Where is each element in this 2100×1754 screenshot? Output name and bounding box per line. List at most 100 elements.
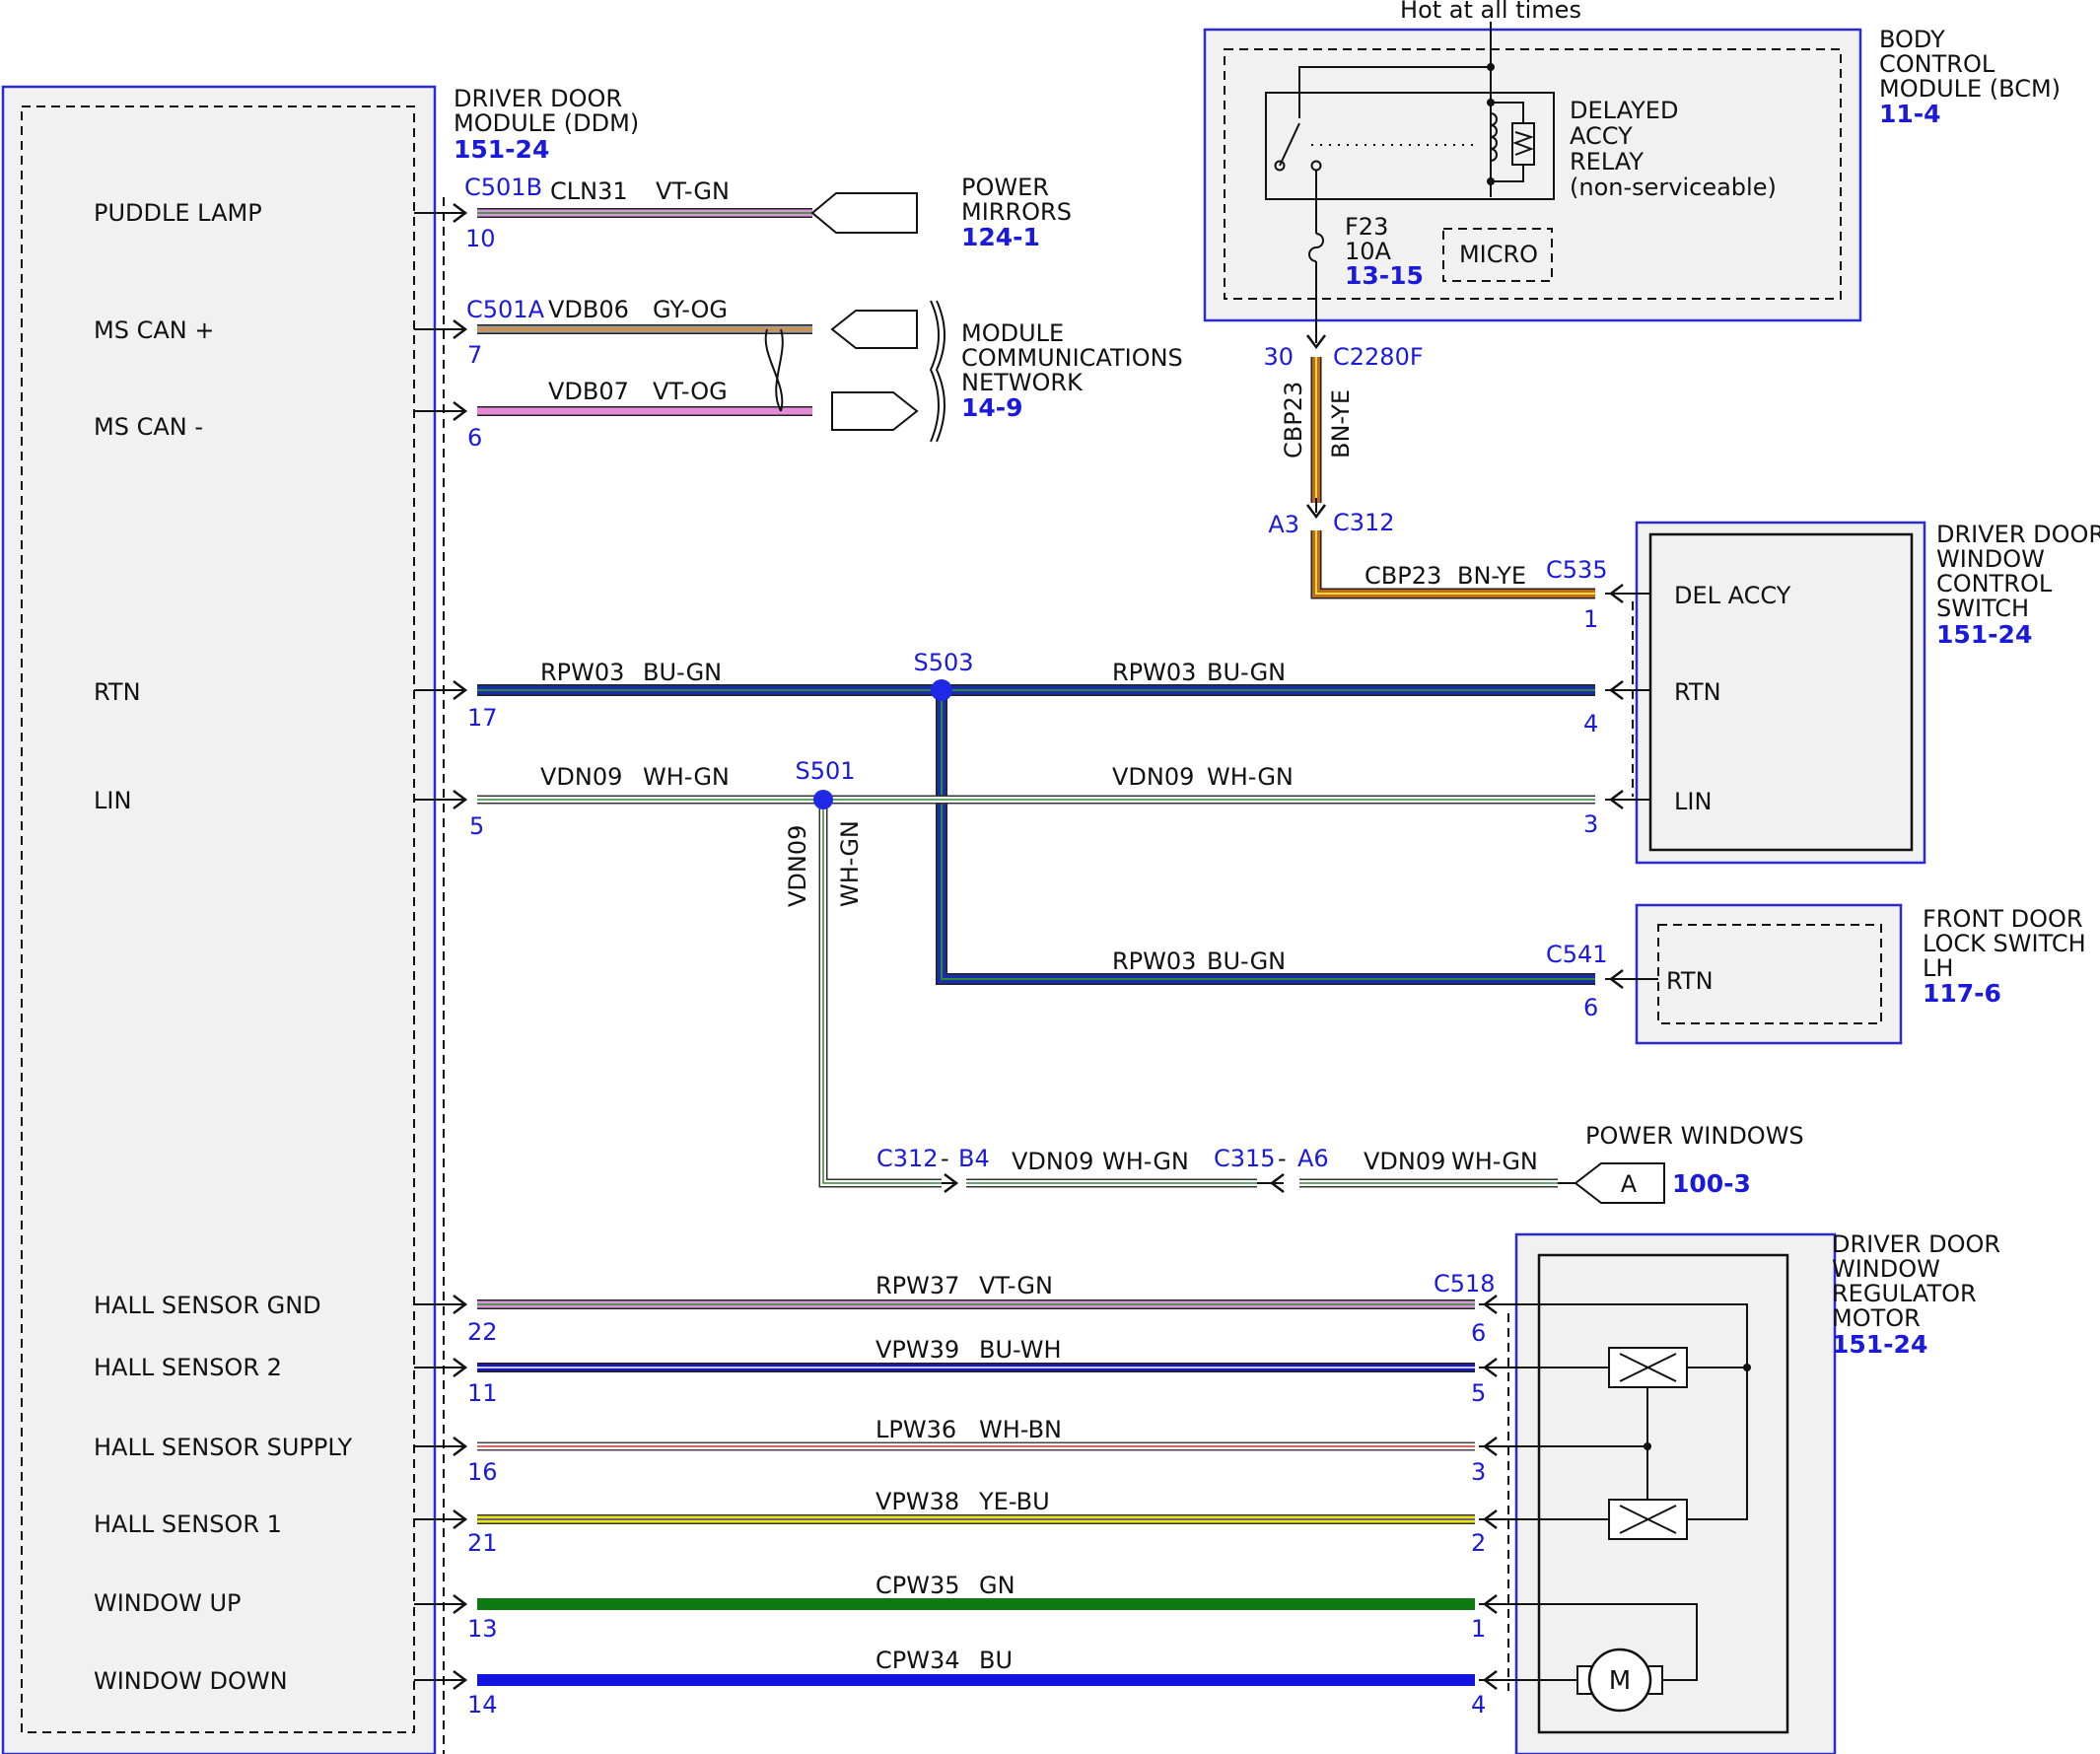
rtn-circuit-right: RPW03: [1112, 659, 1196, 686]
hall-gnd-connector: C518: [1434, 1270, 1496, 1298]
hall-2-color: BU-WH: [979, 1336, 1062, 1364]
ddm-pin-puddle-lamp: PUDDLE LAMP: [94, 199, 262, 227]
ddm-pin-ms-can-plus: MS CAN +: [94, 316, 214, 344]
can-minus-color: VT-OG: [653, 378, 728, 405]
lock-switch-module: [1605, 903, 1903, 1045]
lin-branch-circuit-vertical: VDN09: [784, 825, 811, 907]
wire-bcm-feed: [1305, 357, 1327, 519]
lin-branch-circuit-1: VDN09: [1012, 1148, 1093, 1175]
hall-2-pin-motor: 5: [1471, 1379, 1486, 1407]
lin-circuit-right: VDN09: [1112, 763, 1194, 791]
network-connector-icon-1: [830, 310, 918, 349]
puddle-circuit: CLN31: [550, 177, 628, 205]
bcm-title-2: CONTROL: [1879, 50, 1995, 78]
splice-s503-label: S503: [913, 649, 973, 676]
window-down-pin-motor: 4: [1471, 1691, 1486, 1719]
lock-switch-title-1: FRONT DOOR: [1923, 905, 2083, 933]
ddm-pin-ms-can-minus: MS CAN -: [94, 413, 203, 441]
splice-s503-icon: [931, 679, 952, 701]
window-down-color: BU: [979, 1647, 1013, 1674]
bcm-feed-pin-bottom: A3: [1268, 511, 1299, 538]
lin-branch-circuit-2: VDN09: [1364, 1148, 1445, 1175]
window-switch-module: [1605, 521, 1926, 865]
lin-circuit-left: VDN09: [540, 763, 622, 791]
bcm-feed-conn-bottom: C312: [1333, 509, 1395, 536]
relay-label-1: DELAYED: [1570, 97, 1678, 124]
switch-title-3: CONTROL: [1936, 570, 2053, 597]
ddm-pin-rtn: RTN: [94, 678, 141, 706]
hall-gnd-pin-motor: 6: [1471, 1319, 1486, 1347]
window-up-pin-motor: 1: [1471, 1615, 1486, 1643]
rtn-color-right: BU-GN: [1207, 659, 1286, 686]
splice-s501-label: S501: [795, 757, 855, 785]
mirrors-connector-icon: [810, 192, 918, 234]
hall-1-circuit: VPW38: [875, 1488, 959, 1515]
motor-title-3: REGULATOR: [1832, 1280, 1977, 1307]
network-connector-icon-2: [831, 391, 919, 431]
wire-del-accy: [1310, 530, 1595, 599]
wire-lin: [477, 790, 1595, 1188]
switch-title-4: SWITCH: [1936, 595, 2029, 622]
puddle-color: VT-GN: [656, 177, 730, 205]
twisted-pair-icon: [764, 328, 784, 412]
lin-branch-pin2: A6: [1297, 1145, 1329, 1172]
ddm-module: [1, 85, 445, 1754]
bcm-feed-color: BN-YE: [1327, 389, 1355, 458]
lock-switch-title-3: LH: [1923, 954, 1953, 982]
del-accy-circuit: CBP23: [1365, 562, 1441, 590]
micro-label: MICRO: [1459, 241, 1538, 268]
lin-branch-sep1: -: [941, 1145, 949, 1172]
lock-switch-title-2: LOCK SWITCH: [1923, 930, 2086, 957]
lin-branch-color-2: WH-GN: [1451, 1148, 1538, 1175]
relay-label-3: RELAY: [1570, 148, 1644, 175]
motor-module: [1479, 1232, 1837, 1754]
switch-pin-del-accy: DEL ACCY: [1674, 582, 1791, 609]
ddm-pin-hall-sensor-2: HALL SENSOR 2: [94, 1354, 282, 1381]
window-down-circuit: CPW34: [875, 1647, 960, 1674]
lin-branch-color-1: WH-GN: [1102, 1148, 1189, 1175]
can-minus-circuit: VDB07: [548, 378, 629, 405]
ddm-pin-window-down: WINDOW DOWN: [94, 1667, 288, 1695]
wire-rtn: [477, 679, 1595, 985]
switch-title-1: DRIVER DOOR: [1936, 521, 2100, 548]
lin-branch-conn2: C315: [1214, 1145, 1276, 1172]
ddm-pin-lin: LIN: [94, 787, 131, 814]
bcm-feed-pin-top: 30: [1263, 343, 1294, 371]
rtn-color-left: BU-GN: [643, 659, 722, 686]
switch-title-2: WINDOW: [1936, 545, 2045, 573]
bcm-ref: 11-4: [1879, 100, 1941, 128]
lock-switch-ref: 117-6: [1923, 979, 2001, 1008]
switch-pin-lin: LIN: [1674, 788, 1712, 815]
rtn-pin-switch: 4: [1583, 710, 1598, 737]
relay-label-2: ACCY: [1570, 122, 1633, 150]
network-title-2: COMMUNICATIONS: [961, 344, 1183, 372]
lin-color-right: WH-GN: [1207, 763, 1294, 791]
splice-s501-icon: [813, 790, 833, 809]
can-plus-pin: 7: [467, 341, 482, 369]
can-plus-color: GY-OG: [653, 296, 728, 323]
lin-branch-sep2: -: [1278, 1145, 1287, 1172]
switch-pin-rtn: RTN: [1674, 678, 1721, 706]
wire-lin-branch: [942, 1172, 1575, 1194]
bcm-title-3: MODULE (BCM): [1879, 75, 2061, 103]
lock-switch-pin-rtn: RTN: [1666, 967, 1714, 995]
rtn-circuit-left: RPW03: [540, 659, 624, 686]
ddm-title-2: MODULE (DDM): [454, 109, 639, 137]
bcm-module: [1203, 22, 1862, 349]
motor-icon: [1587, 1648, 1652, 1713]
bcm-feed-conn-top: C2280F: [1333, 343, 1424, 371]
hall-gnd-pin-ddm: 22: [467, 1318, 498, 1346]
motor-symbol: M: [1609, 1666, 1631, 1696]
del-accy-color: BN-YE: [1457, 562, 1526, 590]
lock-rtn-connector: C541: [1546, 941, 1608, 968]
hall-gnd-color: VT-GN: [979, 1272, 1053, 1299]
power-windows-title: POWER WINDOWS: [1585, 1122, 1804, 1150]
window-up-color: GN: [979, 1572, 1015, 1599]
mirrors-ref: 124-1: [961, 223, 1040, 251]
relay-label-4: (non-serviceable): [1570, 174, 1777, 201]
hall-1-color: YE-BU: [978, 1488, 1050, 1515]
can-minus-pin: 6: [467, 424, 482, 452]
motor-title-1: DRIVER DOOR: [1832, 1230, 2000, 1258]
hall-1-pin-motor: 2: [1471, 1529, 1486, 1557]
